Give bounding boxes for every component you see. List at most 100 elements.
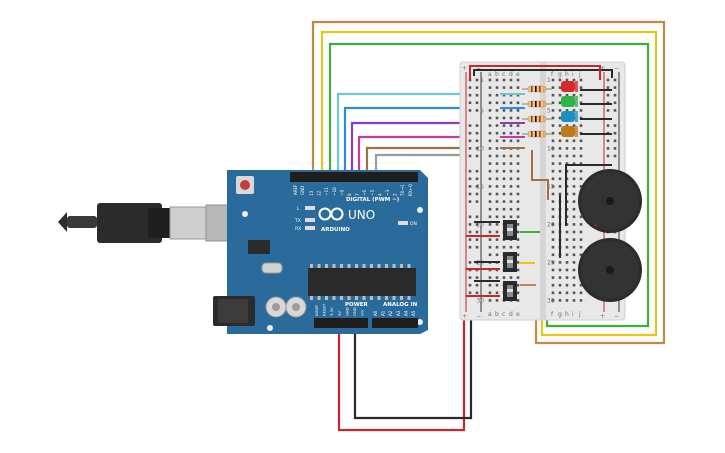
buzzer-1[interactable]: +	[578, 169, 642, 233]
bb-row-number: 20	[547, 221, 555, 228]
bb-row-number: 10	[547, 145, 555, 152]
on-label: ON	[410, 221, 417, 227]
led[interactable]	[561, 96, 578, 107]
bb-col-label: c	[502, 311, 505, 318]
rx-label: RX	[295, 226, 301, 232]
push-button[interactable]	[503, 220, 517, 240]
wire-purple[interactable]	[350, 121, 500, 172]
power-pin-label: GND	[352, 307, 357, 316]
bb-col-label: d	[509, 71, 513, 78]
bb-plus-right: +	[600, 65, 605, 72]
led[interactable]	[561, 81, 578, 92]
wire-brown[interactable]	[311, 20, 666, 345]
bb-col-label: b	[495, 311, 499, 318]
l-label: L	[297, 206, 300, 212]
bb-plus-left-bottom: +	[462, 313, 467, 320]
power-pin-label: GND	[344, 307, 349, 316]
digital-label: DIGITAL (PWM ~)	[346, 197, 400, 203]
led[interactable]	[561, 111, 578, 122]
svg-text:+: +	[593, 223, 598, 230]
digital-header[interactable]	[290, 172, 418, 182]
digital-pin-label: 12	[317, 190, 322, 196]
bb-row-number: 5	[480, 107, 484, 114]
power-pin-label: RESET	[322, 303, 327, 316]
bb-row-number: 5	[547, 107, 551, 114]
bb-col-label: g	[558, 71, 562, 78]
digital-pin-label: 13	[309, 190, 314, 196]
push-button[interactable]	[503, 281, 517, 301]
bb-col-label: f	[551, 71, 554, 78]
wire-cyan[interactable]	[336, 92, 500, 172]
digital-pin-label: 8	[347, 193, 352, 196]
bb-row-number: 30	[547, 297, 555, 304]
tx-label: TX	[294, 218, 301, 224]
bb-row-number: 25	[547, 259, 555, 266]
bb-minus-right: −	[614, 65, 619, 72]
arduino-board: UNO ARDUINO DIGITAL (PWM ~) POWER ANALOG…	[213, 170, 428, 334]
board-logo-text: ARDUINO	[321, 227, 350, 233]
bb-minus-right-bottom: −	[614, 313, 619, 320]
analog-pin-label: A3	[396, 310, 401, 316]
push-button[interactable]	[503, 252, 517, 272]
usb-cable[interactable]	[58, 203, 237, 243]
resistor[interactable]	[522, 115, 552, 123]
bb-col-label: f	[551, 311, 554, 318]
bb-col-label: h	[565, 71, 569, 78]
bb-col-label: e	[516, 311, 520, 318]
bb-col-label: c	[502, 71, 505, 78]
resistors	[522, 85, 552, 138]
board-brand: UNO	[348, 208, 375, 222]
digital-pin-label: ~9	[339, 189, 344, 196]
resistor[interactable]	[522, 85, 552, 93]
analog-label: ANALOG IN	[383, 302, 418, 308]
bb-col-label: j	[578, 71, 581, 78]
power-header[interactable]	[314, 318, 368, 328]
bb-col-label: b	[495, 71, 499, 78]
digital-pin-label: ~10	[332, 187, 337, 196]
bb-row-number: 10	[476, 145, 484, 152]
power-pin-label: 5V	[337, 311, 342, 316]
bb-col-label: e	[516, 71, 520, 78]
bb-col-label: a	[488, 311, 492, 318]
bb-row-number: 1	[480, 77, 484, 84]
power-label: POWER	[345, 302, 369, 308]
wire-brown-2[interactable]	[365, 146, 500, 172]
bb-col-label: i	[572, 71, 574, 78]
digital-pin-label: TX→1	[400, 184, 405, 197]
resistor[interactable]	[522, 100, 552, 108]
wire-blue[interactable]	[343, 106, 500, 172]
bb-row-number: 30	[476, 297, 484, 304]
bb-minus-left: −	[476, 65, 481, 72]
analog-pin-label: A5	[411, 310, 416, 316]
analog-pin-label: A4	[403, 310, 408, 316]
analog-pin-label: A2	[388, 310, 393, 316]
resistor[interactable]	[522, 130, 552, 138]
digital-pin-label: 2	[393, 193, 398, 196]
atmega-chip	[308, 268, 416, 296]
digital-pin-label: ~6	[362, 189, 367, 196]
wire-magenta[interactable]	[357, 135, 500, 172]
breadboard-wires	[466, 65, 613, 297]
bb-col-label: h	[565, 311, 569, 318]
digital-pin-label: ~11	[324, 187, 329, 196]
analog-header[interactable]	[372, 318, 418, 328]
bb-row-number: 15	[547, 183, 555, 190]
push-buttons	[503, 220, 517, 301]
aref-label: AREF	[293, 184, 298, 195]
digital-pin-label: ~3	[385, 189, 390, 196]
bb-minus-left-bottom: −	[476, 313, 481, 320]
leds	[561, 81, 578, 137]
analog-pin-label: A1	[381, 310, 386, 316]
buzzers: +	[578, 169, 642, 302]
led[interactable]	[561, 126, 578, 137]
bb-col-label: g	[558, 311, 562, 318]
bb-col-label: i	[572, 311, 574, 318]
bb-row-number: 1	[547, 77, 551, 84]
digital-pin-label: RX←0	[408, 184, 413, 196]
power-pin-label: 3.3V	[329, 307, 334, 316]
bb-plus-left: +	[462, 65, 467, 72]
bb-row-number: 15	[476, 183, 484, 190]
buzzer-2[interactable]	[578, 238, 642, 302]
bb-col-label: j	[578, 311, 581, 318]
